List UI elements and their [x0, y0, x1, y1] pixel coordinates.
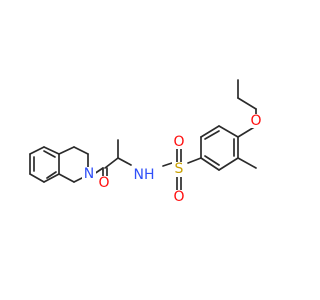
label-bg [128, 168, 160, 182]
amide-nitrogen-label: N [84, 166, 94, 182]
bond [58, 173, 75, 183]
bond [43, 146, 60, 155]
label-bg [97, 176, 111, 190]
bond [58, 146, 75, 155]
sulfonyl-oxygen-top-label: O [173, 134, 184, 150]
benzo-ring [29, 146, 60, 183]
label-bg [172, 190, 186, 204]
molecule-structure: N O NH S O O O [29, 79, 263, 205]
bond [218, 157, 239, 171]
aryl-ring [200, 125, 239, 171]
bond [43, 150, 56, 158]
bond [29, 146, 45, 155]
sulfur-label: S [175, 161, 184, 177]
bond [43, 173, 60, 183]
sulfonyl-group [176, 148, 182, 191]
bond [204, 155, 220, 166]
bond [46, 171, 57, 179]
bond [187, 157, 202, 164]
sulfonamide-nh-label: NH [134, 167, 155, 183]
label-bg [82, 167, 96, 181]
bond [104, 157, 119, 169]
carbonyl-oxygen-label: O [98, 175, 109, 191]
bond [200, 157, 220, 171]
bond [237, 97, 257, 110]
sulfonyl-oxygen-bottom-label: O [173, 189, 184, 205]
bond [117, 157, 132, 166]
bond [204, 130, 220, 140]
bond [73, 177, 83, 183]
bond [162, 162, 173, 167]
bond [218, 125, 239, 138]
carbonyl-group [102, 167, 108, 177]
ether-oxygen-label: O [250, 113, 261, 129]
molecule-drawing: N O NH S O O O [29, 79, 263, 205]
label-bg [249, 114, 263, 128]
atom-labels: N O NH S O O O [82, 113, 263, 205]
bond [73, 146, 89, 155]
bond [237, 157, 257, 169]
bond [29, 173, 45, 183]
bond [200, 125, 220, 138]
label-bg [172, 162, 186, 177]
label-bg [172, 135, 186, 149]
